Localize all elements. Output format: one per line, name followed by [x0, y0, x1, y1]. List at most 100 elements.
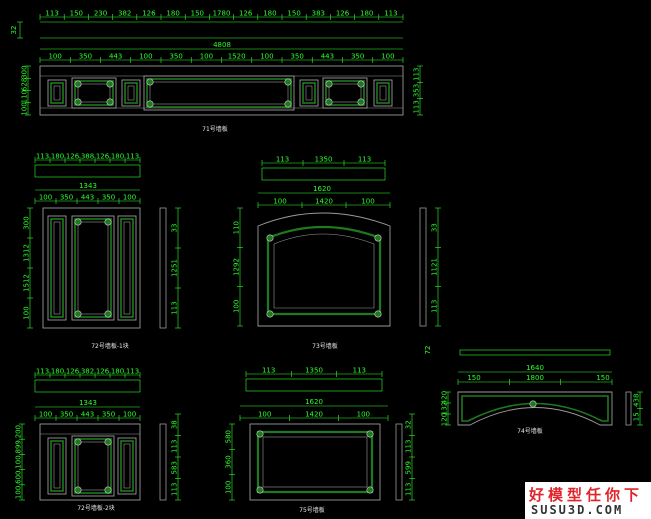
v72b-module-dim-label: 100: [39, 411, 52, 419]
v71-panel-c-frame: [121, 79, 141, 107]
v73-top-dim-label: 113: [276, 156, 289, 164]
v71-top-dim-label: 126: [336, 10, 350, 18]
v72b-panel-center-molding: [74, 438, 112, 494]
v71-module-dim-label: 100: [48, 53, 61, 61]
v72a-top-dim-label: 180: [51, 153, 64, 161]
v73-wall-outline: [257, 212, 391, 327]
v71-overall-label: 4808: [213, 41, 231, 49]
v75-top-dim-label: 113: [353, 367, 366, 375]
v72b-left-dim-label: 600: [15, 471, 23, 484]
dimension-lines-layer: [17, 14, 643, 501]
v73-top-profile: [261, 167, 386, 181]
v75-rosette: [256, 486, 264, 494]
v71-panel-b-molding: [74, 80, 114, 106]
v72a-top-dim-label: 126: [96, 153, 110, 161]
v72b-panel-right-inner: [123, 443, 131, 489]
v75-right-dim-label: 113: [405, 483, 413, 496]
v72b-panel-left-molding: [50, 440, 64, 492]
v71-panel-a-frame: [47, 79, 67, 107]
v72a-module-dim-label: 350: [60, 194, 73, 202]
v71-panel-center-rosette: [284, 100, 292, 108]
v71-top-dim-label: 180: [166, 10, 179, 18]
v72b-left-dim-label: 100: [15, 455, 23, 468]
v72a-right-dim-label: 113: [171, 301, 179, 314]
v71-panel-center-rosette: [284, 78, 292, 86]
v72a-panel-right-frame: [117, 215, 137, 321]
v74-right-dim-label: 15: [633, 412, 641, 421]
v72a-panel-center-rosette: [74, 310, 82, 318]
v72a-left-dim-label: 1512: [23, 274, 31, 292]
v73-right-dim-label: 1121: [431, 258, 439, 276]
v72a-right-dim-label: 33: [171, 224, 179, 233]
v71-module-dim-label: 350: [79, 53, 92, 61]
v74-top-profile: [459, 349, 611, 356]
v72b-left-dim-label: 100: [15, 486, 23, 499]
v75-left-dim-label: 100: [225, 481, 233, 494]
v71-module-dim-label: 443: [109, 53, 122, 61]
v72a-panel-center-rosette: [104, 218, 112, 226]
v72b-panel-center-inner: [77, 441, 109, 491]
v75-wall-outline: [249, 423, 381, 501]
v74-overall-label: 1640: [526, 364, 544, 372]
v71-top-dim-label: 383: [312, 10, 325, 18]
v72b-top-dim-label: 126: [96, 368, 110, 376]
v72a-right-dim-label: 1251: [171, 259, 179, 277]
v71-panel-c-inner: [127, 85, 135, 101]
v72b-panel-right-frame: [117, 437, 137, 495]
v71-panel-e-frame: [322, 77, 368, 109]
v71-panel-d-molding: [302, 82, 316, 104]
v72b-module-dim-label: 100: [123, 411, 136, 419]
v72b-left-dim-label: 899: [15, 440, 23, 453]
v72b-top-dim-label: 113: [126, 368, 139, 376]
v72a-wall-outline: [42, 207, 141, 329]
v72a-panel-left-inner: [53, 221, 61, 315]
v71-panel-e-molding: [325, 80, 365, 106]
v73-side-profile: [419, 207, 427, 327]
v71-panel-f-frame: [373, 79, 393, 107]
v71-module-dim-label: 350: [290, 53, 303, 61]
v71-top-dim-label: 126: [239, 10, 253, 18]
v71-top-dim-label: 150: [287, 10, 300, 18]
v75-right-dim-label: 599: [405, 461, 413, 474]
v72b-top-profile: [34, 379, 141, 393]
v72a-left-dim-label: 100: [23, 306, 31, 319]
v71-panel-c-molding: [124, 82, 138, 104]
v71-module-dim-label: 443: [321, 53, 334, 61]
v72b-top-dim-label: 180: [111, 368, 124, 376]
v73-top-dim-label: 113: [358, 156, 371, 164]
v72b-right-dim-label: 583: [171, 461, 179, 474]
v74-chain-label: 1800: [526, 374, 544, 382]
v73-module-dim-label: 100: [361, 198, 374, 206]
v71-caption: 71号墙板: [202, 125, 228, 133]
v71-panel-e-rosette: [325, 98, 333, 106]
v71-top-dim-label: 180: [360, 10, 373, 18]
v74-arch-outline: [457, 391, 613, 426]
v74-left-dim-label: 420: [441, 391, 449, 404]
v71-top-dim-label: 1780: [213, 10, 231, 18]
v72b-top-dim-label: 180: [51, 368, 64, 376]
v73-rosette: [374, 234, 382, 242]
v72a-panel-center-inner: [77, 221, 109, 315]
v71-left-dim-label: 100: [21, 102, 29, 115]
v75-left-dim-label: 360: [225, 455, 233, 468]
v75-overall-label: 1620: [305, 398, 323, 406]
v71-panel-b-frame: [71, 77, 117, 109]
v72b-panel-center-rosette: [104, 438, 112, 446]
v72a-top-dim-label: 388: [81, 153, 94, 161]
v72b-top-dim-label: 382: [81, 368, 94, 376]
v72b-overall-label: 1343: [79, 399, 97, 407]
v72b-side-profile: [159, 423, 167, 501]
v71-top-dim-label: 150: [191, 10, 204, 18]
v71-left-dim-label: 300: [21, 65, 29, 78]
v71-module-dim-label: 100: [381, 53, 394, 61]
v72a-panel-center-rosette: [104, 310, 112, 318]
v72a-top-dim-label: 113: [126, 153, 139, 161]
v71-panel-center-molding: [146, 78, 292, 108]
v71-panel-d-inner: [305, 85, 313, 101]
v73-left-dim-label: 100: [233, 300, 241, 313]
v71-module-dim-label: 100: [260, 53, 273, 61]
v73-left-dim-label: 110: [233, 221, 241, 234]
v72b-module-dim-label: 350: [102, 411, 115, 419]
v71-panel-b-rosette: [106, 80, 114, 88]
